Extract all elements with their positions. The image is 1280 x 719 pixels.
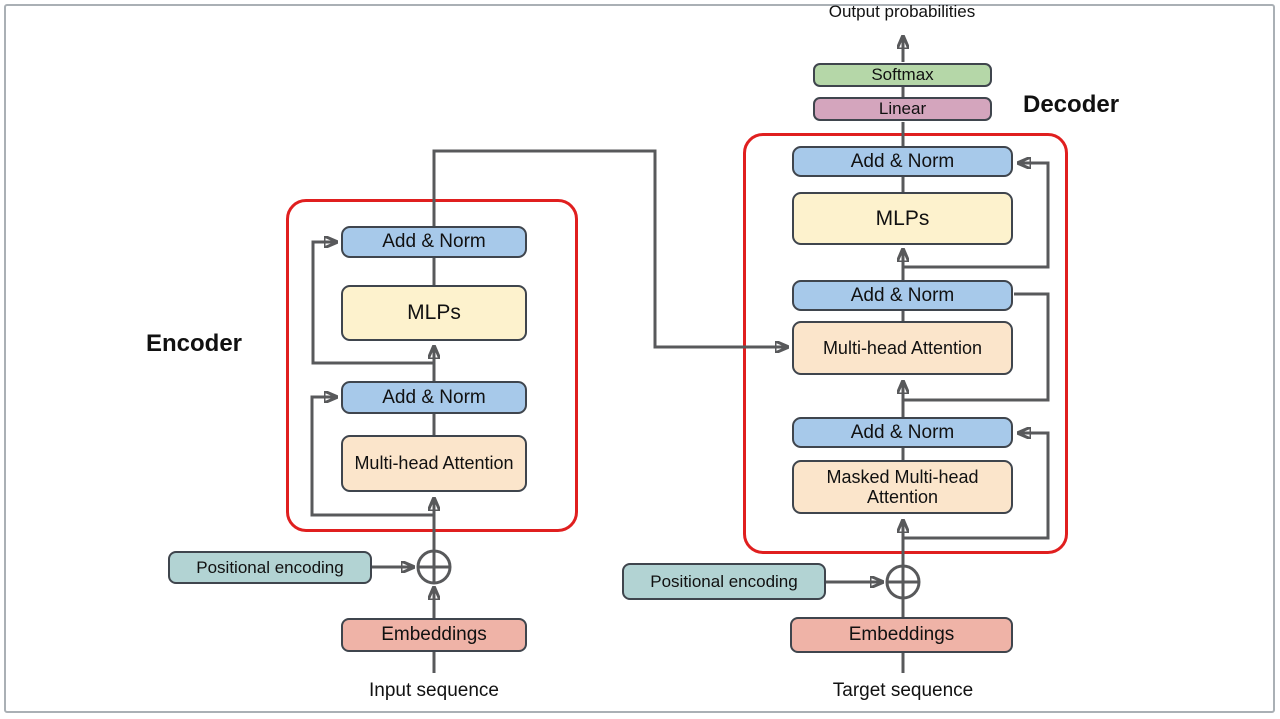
encoder-embeddings-block: Embeddings <box>341 618 527 652</box>
encoder-positional-encoding-block: Positional encoding <box>168 551 372 584</box>
decoder-multi-head-attention-block: Multi-head Attention <box>792 321 1013 375</box>
output-probabilities-label: Output probabilities <box>828 2 976 21</box>
encoder-to-decoder-wire <box>432 149 787 347</box>
input-sequence-label: Input sequence <box>369 680 499 701</box>
decoder-add-norm-top: Add & Norm <box>792 146 1013 177</box>
decoder-section-label: Decoder <box>1023 91 1120 118</box>
encoder-residual-attention <box>310 397 434 517</box>
decoder-linear-block: Linear <box>813 97 992 121</box>
decoder-positional-encoding-block: Positional encoding <box>622 563 826 600</box>
decoder-residual-mlps <box>903 163 1050 269</box>
encoder-add-norm-top: Add & Norm <box>341 226 527 258</box>
decoder-embeddings-block: Embeddings <box>790 617 1013 653</box>
decoder-add-norm-bottom: Add & Norm <box>792 417 1013 448</box>
encoder-multi-head-attention-block: Multi-head Attention <box>341 435 527 492</box>
plus-circle-icon-encoder <box>416 549 452 585</box>
decoder-residual-masked-attention <box>903 433 1050 540</box>
encoder-add-norm-bottom: Add & Norm <box>341 381 527 414</box>
plus-circle-icon-decoder <box>885 564 921 600</box>
target-sequence-label: Target sequence <box>832 680 974 701</box>
decoder-group-outline <box>743 133 1068 554</box>
encoder-section-label: Encoder <box>146 330 243 357</box>
encoder-group-outline <box>286 199 578 532</box>
decoder-residual-cross-attention <box>903 292 1050 402</box>
decoder-add-norm-mid: Add & Norm <box>792 280 1013 311</box>
decoder-softmax-block: Softmax <box>813 63 992 87</box>
encoder-mlps-block: MLPs <box>341 285 527 341</box>
encoder-residual-mlps <box>311 242 434 365</box>
decoder-masked-multi-head-attention-block: Masked Multi-head Attention <box>792 460 1013 514</box>
decoder-mlps-block: MLPs <box>792 192 1013 245</box>
